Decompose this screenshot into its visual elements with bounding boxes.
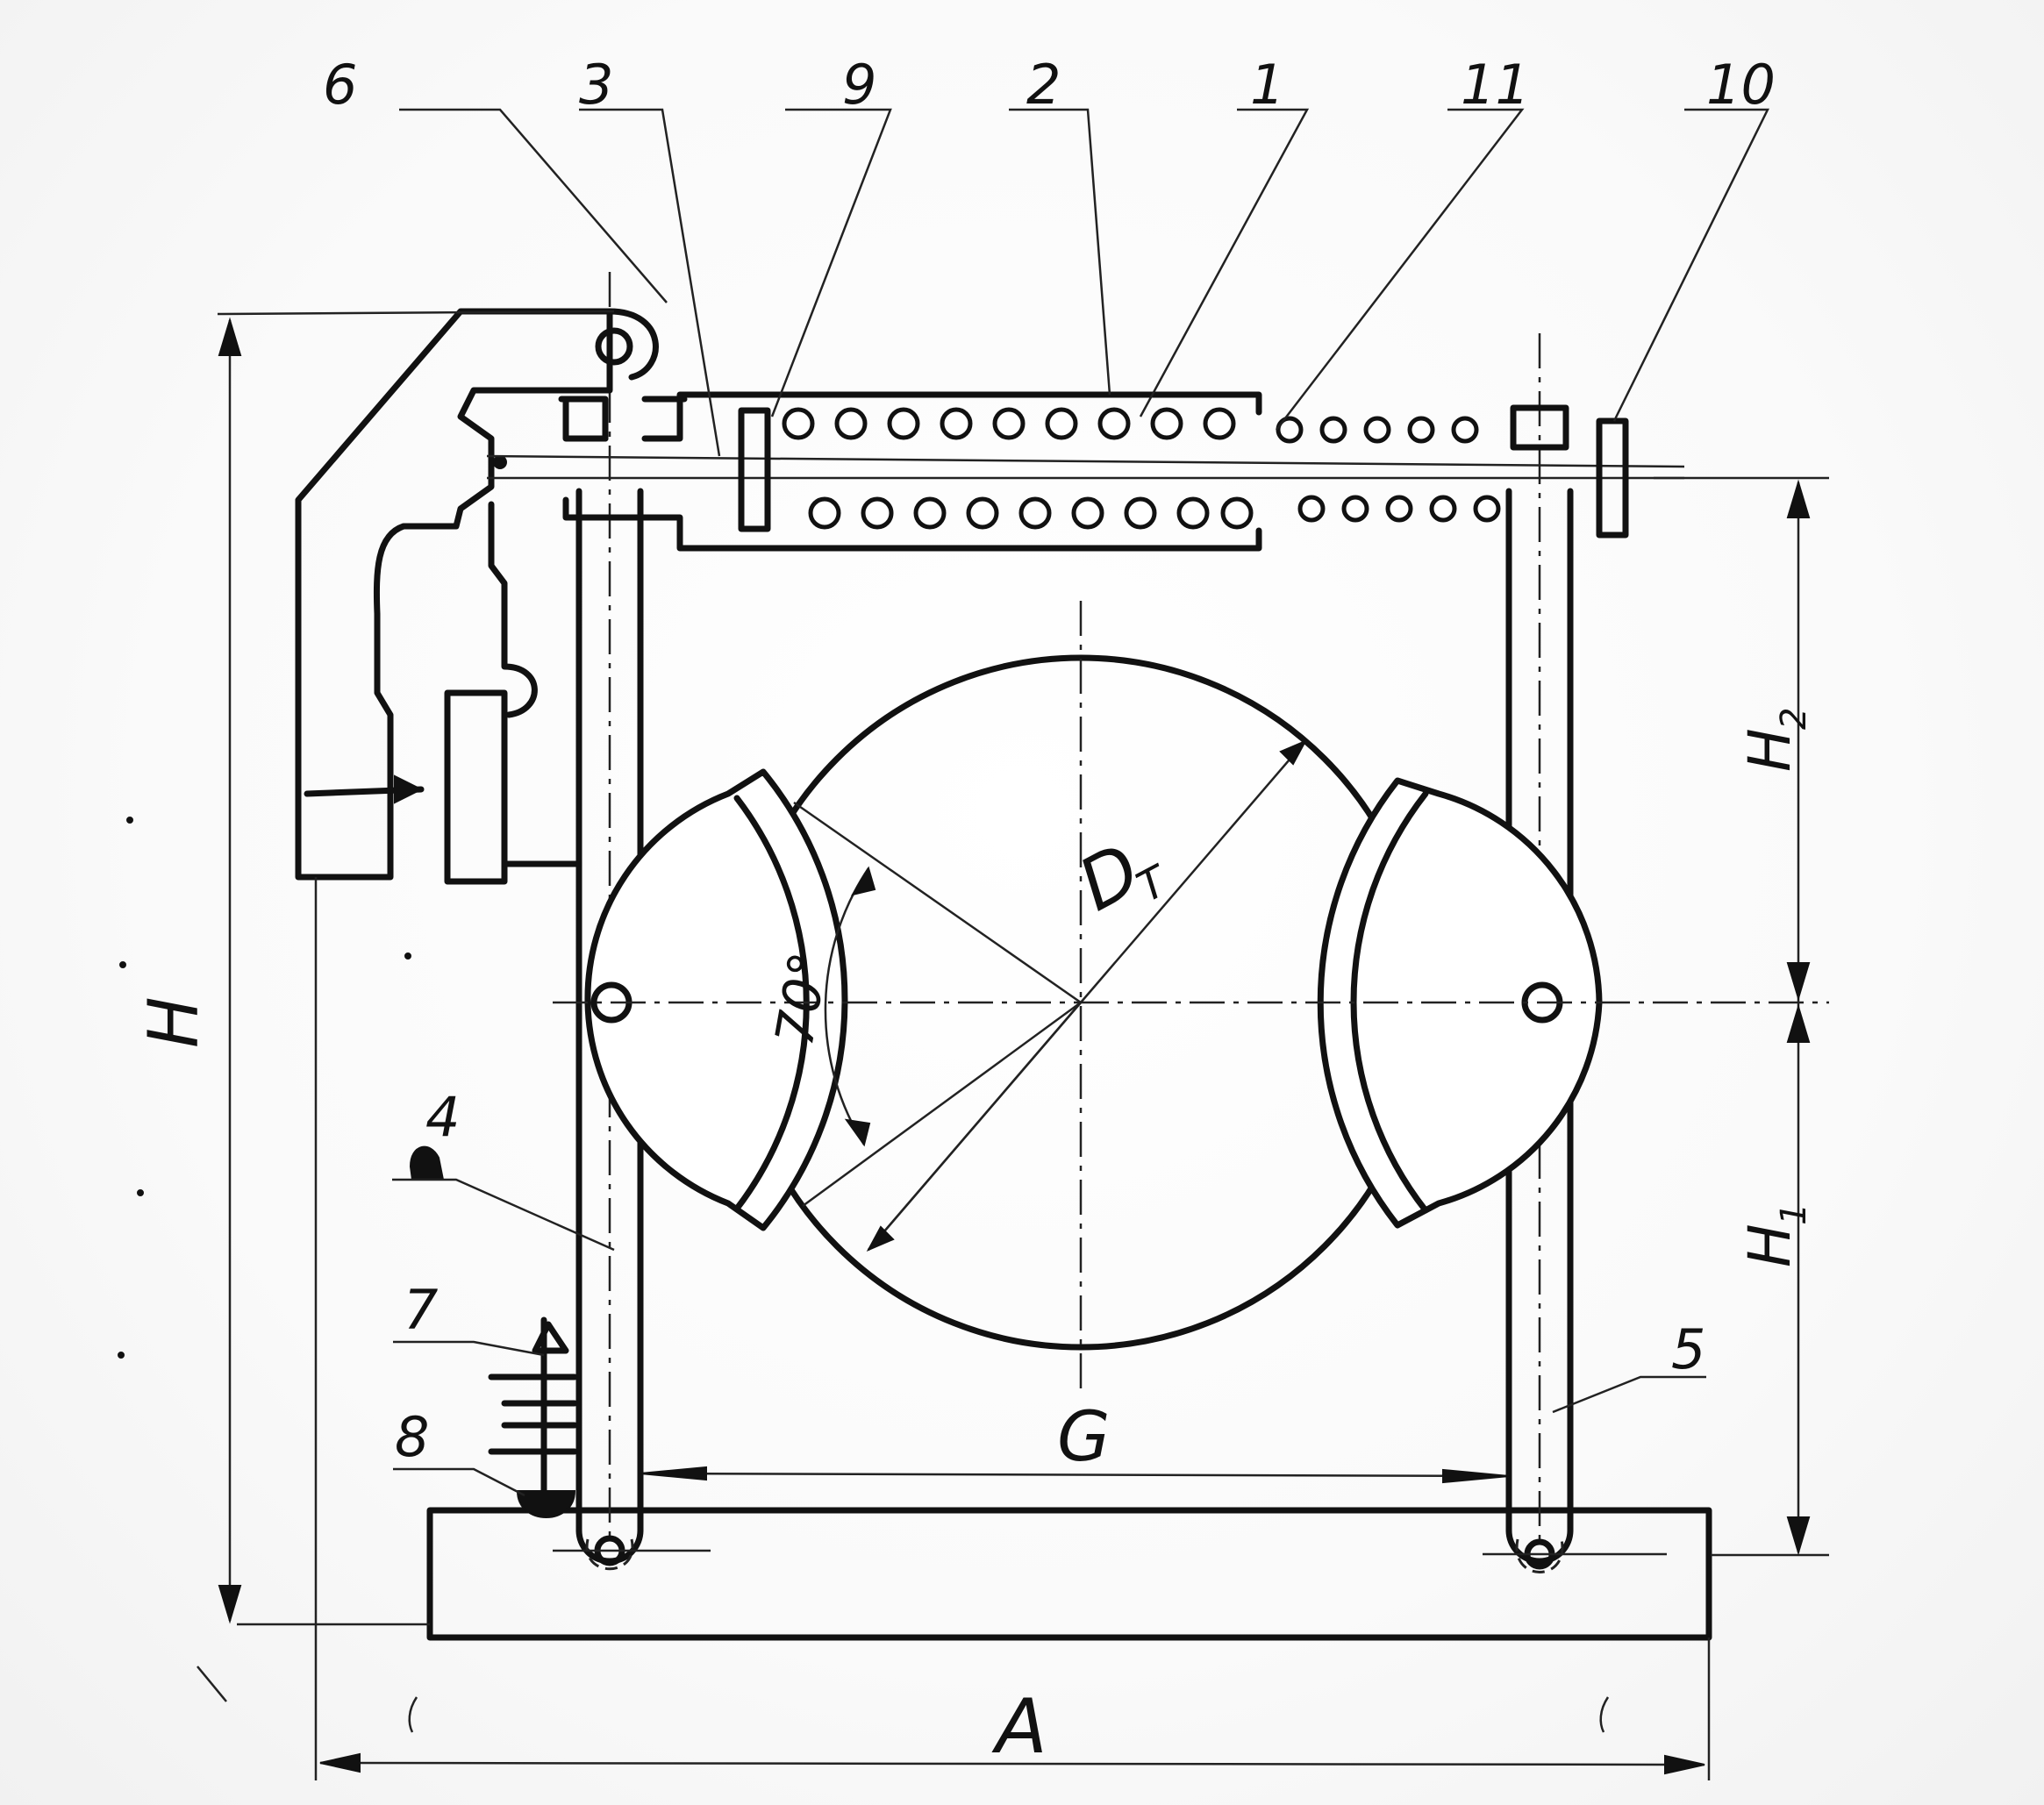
- label-dim-H1-letter: H: [1736, 1224, 1804, 1267]
- adjusting-nut: [1596, 417, 1629, 539]
- main-spring: [782, 407, 1254, 530]
- label-dim-H2-sub: 2: [1774, 708, 1814, 730]
- label-part-2: 2: [1026, 53, 1061, 117]
- dimension-H2-H1: [1654, 476, 1829, 1557]
- label-dim-G: G: [1057, 1398, 1110, 1477]
- label-part-5: 5: [1671, 1317, 1705, 1381]
- label-part-4: 4: [425, 1085, 460, 1149]
- label-part-7: 7: [404, 1278, 438, 1342]
- label-dim-H: H: [135, 996, 214, 1048]
- spring-housing: [486, 391, 1685, 552]
- scan-marks: [118, 817, 411, 1702]
- label-part-1: 1: [1250, 53, 1284, 117]
- leader-lines: [392, 108, 1770, 1497]
- dimension-A: [314, 877, 1711, 1780]
- label-part-8: 8: [395, 1405, 429, 1469]
- lever-housing: [295, 308, 659, 885]
- stop-screw: [488, 1316, 578, 1518]
- label-dim-A: A: [991, 1683, 1047, 1771]
- label-part-10: 10: [1706, 53, 1776, 117]
- wear-pointer: [409, 1145, 445, 1181]
- label-dim-H2-letter: H: [1736, 728, 1804, 772]
- label-dim-H2: H 2: [1736, 708, 1814, 772]
- dimension-H: [217, 310, 615, 1626]
- label-dim-H1-sub: 1: [1774, 1203, 1814, 1225]
- label-part-9: 9: [842, 53, 876, 117]
- auxiliary-spring: [1276, 404, 1569, 523]
- base-plate: [426, 1507, 1712, 1641]
- label-dim-H1: H 1: [1736, 1203, 1814, 1267]
- label-diameter: D T: [1066, 828, 1178, 928]
- left-brake-shoe: [584, 768, 848, 1231]
- diameter-leader: [866, 738, 1308, 1252]
- dimension-G: [640, 1466, 1510, 1484]
- label-part-11: 11: [1461, 53, 1530, 117]
- label-part-6: 6: [323, 53, 357, 117]
- label-part-3: 3: [579, 53, 613, 117]
